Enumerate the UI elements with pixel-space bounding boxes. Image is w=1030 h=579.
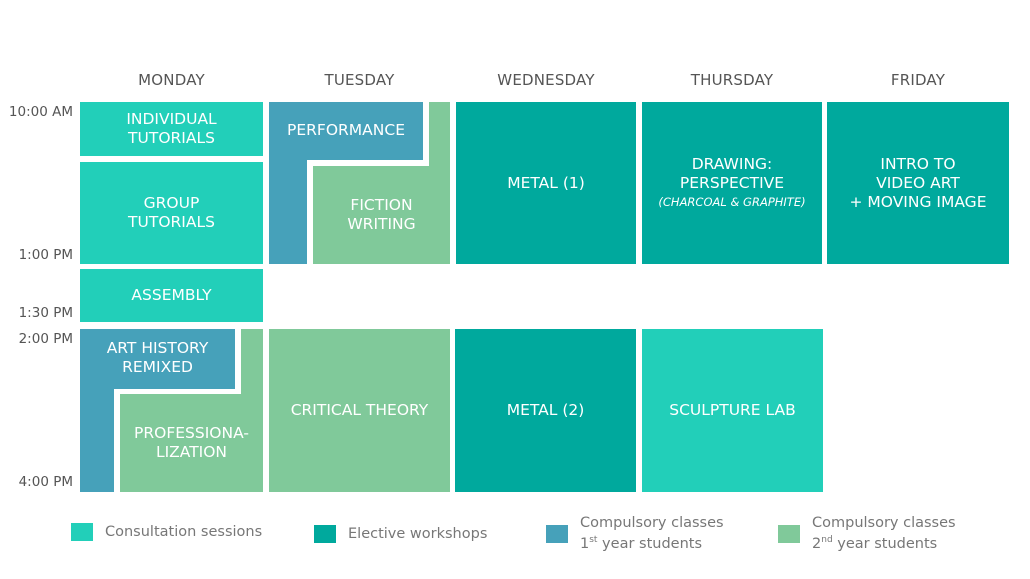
class-art-history-shape bbox=[80, 329, 114, 492]
class-performance-shape bbox=[269, 102, 307, 264]
class-label: TUTORIALS bbox=[128, 213, 215, 231]
class-label: DRAWING: bbox=[691, 154, 773, 173]
legend-rest: year students bbox=[597, 535, 703, 552]
class-assembly: ASSEMBLY bbox=[80, 269, 263, 322]
legend-elective: Elective workshops bbox=[314, 525, 487, 543]
time-label: 10:00 AM bbox=[8, 104, 73, 120]
class-label: REMIXED bbox=[122, 358, 193, 376]
class-label: INDIVIDUAL bbox=[126, 110, 217, 128]
class-label: GROUP bbox=[143, 194, 200, 212]
legend-swatch bbox=[778, 524, 800, 543]
class-sculpture-lab: SCULPTURE LAB bbox=[642, 329, 823, 492]
class-metal-1: METAL (1) bbox=[456, 102, 636, 264]
class-label: VIDEO ART bbox=[876, 173, 960, 192]
class-label: FICTION bbox=[350, 196, 413, 214]
legend-swatch bbox=[314, 525, 336, 543]
class-performance: PERFORMANCE bbox=[287, 120, 405, 139]
class-critical-theory: CRITICAL THEORY bbox=[269, 329, 450, 492]
legend-sup: nd bbox=[821, 535, 833, 545]
time-label: 1:00 PM bbox=[18, 247, 73, 263]
class-label: + MOVING IMAGE bbox=[849, 192, 987, 211]
class-sublabel: (CHARCOAL & GRAPHITE) bbox=[658, 194, 806, 209]
time-label: 4:00 PM bbox=[18, 474, 73, 490]
time-label: 2:00 PM bbox=[18, 331, 73, 347]
day-header-thursday: THURSDAY bbox=[690, 71, 774, 89]
legend-label: Elective workshops bbox=[348, 525, 488, 542]
day-header-tuesday: TUESDAY bbox=[324, 71, 395, 89]
legend-swatch bbox=[71, 523, 93, 541]
day-header-monday: MONDAY bbox=[138, 71, 205, 89]
class-label: PERSPECTIVE bbox=[679, 173, 785, 192]
legend-line: 1st year students bbox=[580, 532, 724, 553]
legend-line: 2nd year students bbox=[812, 532, 956, 553]
legend-rest: year students bbox=[832, 535, 938, 552]
time-label: 1:30 PM bbox=[18, 305, 73, 321]
legend-swatch bbox=[546, 524, 568, 543]
class-label: INTRO TO bbox=[880, 154, 956, 173]
class-professionalization: PROFESSIONA-LIZATION bbox=[120, 394, 263, 492]
legend-line: Compulsory classes bbox=[812, 515, 956, 531]
legend-num: 2 bbox=[812, 535, 822, 552]
class-label: TUTORIALS bbox=[128, 129, 215, 147]
legend-line: Compulsory classes bbox=[580, 515, 724, 531]
day-header-wednesday: WEDNESDAY bbox=[497, 71, 595, 89]
legend-consultation: Consultation sessions bbox=[71, 523, 262, 541]
legend-label: Consultation sessions bbox=[105, 523, 263, 540]
class-drawing-perspective: DRAWING:PERSPECTIVE (CHARCOAL & GRAPHITE) bbox=[642, 102, 822, 264]
legend-sup: st bbox=[589, 535, 598, 545]
class-label: WRITING bbox=[347, 215, 416, 233]
class-label: ART HISTORY bbox=[106, 339, 209, 357]
class-label: PROFESSIONA- bbox=[134, 424, 249, 442]
legend-num: 1 bbox=[580, 535, 590, 552]
class-label: LIZATION bbox=[155, 443, 228, 461]
class-metal-2: METAL (2) bbox=[455, 329, 636, 492]
day-header-friday: FRIDAY bbox=[890, 71, 946, 89]
